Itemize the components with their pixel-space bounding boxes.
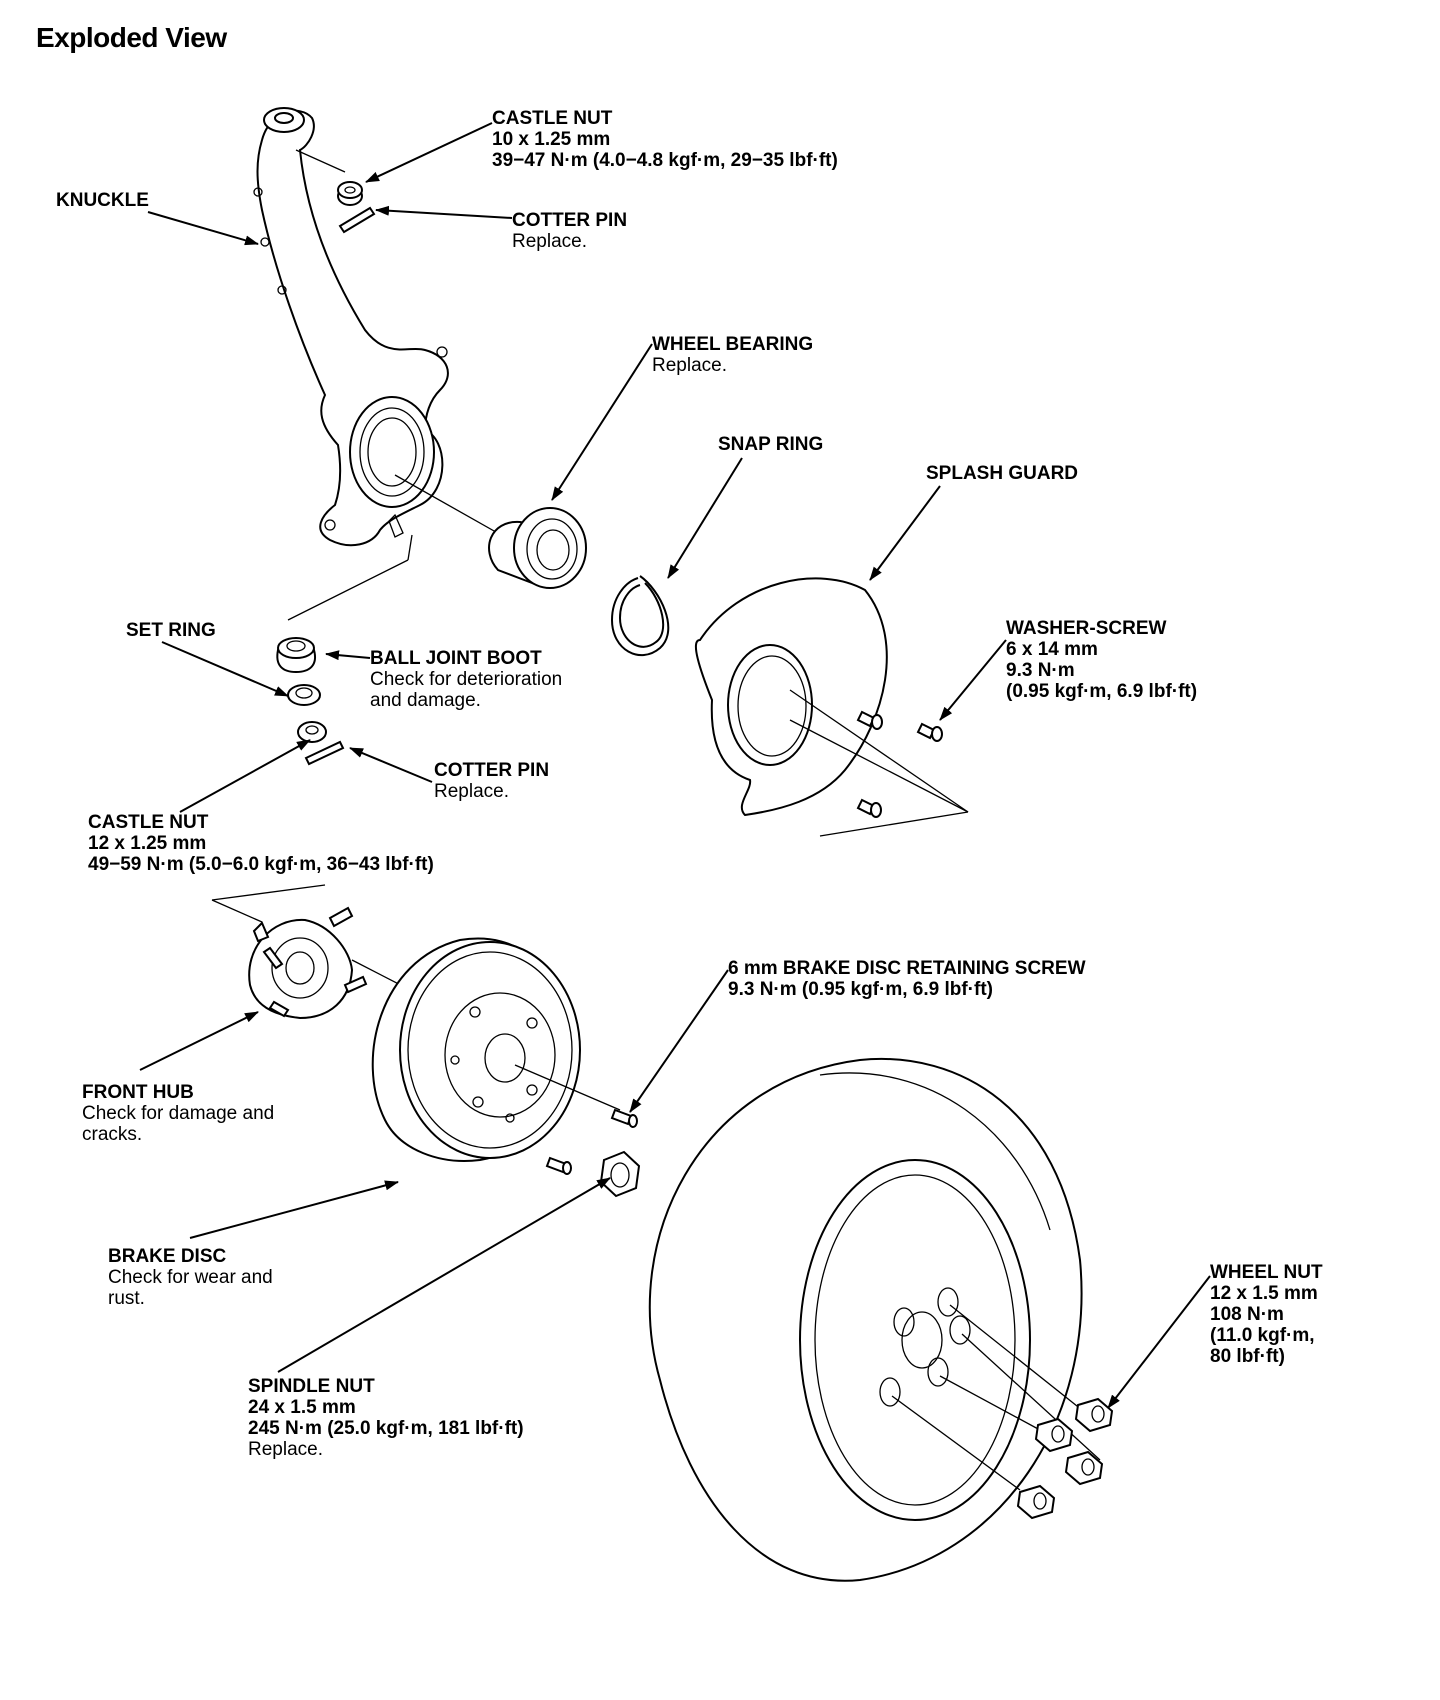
cotter-pin-bottom-name: COTTER PIN <box>434 760 550 781</box>
splash-guard-name: SPLASH GUARD <box>926 463 1079 484</box>
knuckle-name: KNUCKLE <box>56 190 149 211</box>
brake-disc-label: BRAKE DISC Check for wear and rust. <box>108 1246 273 1309</box>
wheel-nut-label: WHEEL NUT 12 x 1.5 mm 108 N·m (11.0 kgf·… <box>1210 1262 1323 1367</box>
brake-disc-note-2: rust. <box>108 1288 145 1309</box>
brake-disc-name: BRAKE DISC <box>108 1246 227 1267</box>
washer-screw-label: WASHER-SCREW 6 x 14 mm 9.3 N·m (0.95 kgf… <box>1006 618 1197 702</box>
wheel-bearing-label: WHEEL BEARING Replace. <box>652 334 813 376</box>
cotter-pin-top-note: Replace. <box>512 231 587 252</box>
castle-nut-bottom-spec-size: 12 x 1.25 mm <box>88 833 207 854</box>
cotter-pin-top-label: COTTER PIN Replace. <box>512 210 627 252</box>
front-hub-note-2: cracks. <box>82 1124 143 1145</box>
splash-guard-part <box>695 577 969 837</box>
retaining-screw-name: 6 mm BRAKE DISC RETAINING SCREW <box>728 958 1086 979</box>
knuckle-part <box>253 107 511 547</box>
wheel-bearing-part <box>488 507 587 589</box>
castle-nut-top-label: CASTLE NUT 10 x 1.25 mm 39−47 N·m (4.0−4… <box>492 108 838 171</box>
cotter-pin-bottom-label: COTTER PIN Replace. <box>434 760 549 802</box>
brake-disc-part <box>371 937 621 1162</box>
set-ring-part <box>287 684 321 706</box>
castle-nut-top-name: CASTLE NUT <box>492 108 613 129</box>
spindle-nut-label: SPINDLE NUT 24 x 1.5 mm 245 N·m (25.0 kg… <box>248 1376 524 1460</box>
snap-ring-label: SNAP RING <box>718 434 823 455</box>
spindle-nut-spec-torque: 245 N·m (25.0 kgf·m, 181 lbf·ft) <box>248 1418 524 1439</box>
ball-joint-boot-name: BALL JOINT BOOT <box>370 648 542 669</box>
wheel-nut-name: WHEEL NUT <box>1210 1262 1323 1283</box>
cotter-pin-bottom-part <box>304 740 345 766</box>
spindle-nut-note: Replace. <box>248 1439 323 1460</box>
leader-lines <box>139 122 1211 1409</box>
ball-joint-boot-note-2: and damage. <box>370 690 481 711</box>
front-hub-name: FRONT HUB <box>82 1082 194 1103</box>
brake-disc-note-1: Check for wear and <box>108 1267 273 1288</box>
set-ring-label: SET RING <box>126 620 216 641</box>
wheel-tire-part <box>648 1058 1101 1582</box>
snap-ring-name: SNAP RING <box>718 434 824 455</box>
spindle-nut-spec-size: 24 x 1.5 mm <box>248 1397 356 1418</box>
front-hub-note-1: Check for damage and <box>82 1103 275 1124</box>
castle-nut-bottom-spec-torque: 49−59 N·m (5.0−6.0 kgf·m, 36−43 lbf·ft) <box>88 854 434 875</box>
washer-screw-spec-torque-alt: (0.95 kgf·m, 6.9 lbf·ft) <box>1006 681 1198 702</box>
wheel-bearing-note: Replace. <box>652 355 727 376</box>
retaining-screw-part <box>545 1108 638 1175</box>
wheel-nut-spec-torque-kgf: (11.0 kgf·m, <box>1210 1325 1315 1346</box>
spindle-nut-name: SPINDLE NUT <box>248 1376 375 1397</box>
ball-joint-boot-part <box>276 534 413 674</box>
wheel-bearing-name: WHEEL BEARING <box>652 334 814 355</box>
ball-joint-boot-label: BALL JOINT BOOT Check for deterioration … <box>370 648 562 711</box>
retaining-screw-spec-torque: 9.3 N·m (0.95 kgf·m, 6.9 lbf·ft) <box>728 979 993 1000</box>
set-ring-name: SET RING <box>126 620 216 641</box>
castle-nut-top-spec-torque: 39−47 N·m (4.0−4.8 kgf·m, 29−35 lbf·ft) <box>492 150 838 171</box>
castle-nut-top-spec-size: 10 x 1.25 mm <box>492 129 611 150</box>
wheel-nut-spec-torque: 108 N·m <box>1210 1304 1284 1325</box>
wheel-nut-spec-torque-lbf: 80 lbf·ft) <box>1210 1346 1285 1367</box>
washer-screw-spec-torque: 9.3 N·m <box>1006 660 1075 681</box>
front-hub-label: FRONT HUB Check for damage and cracks. <box>82 1082 274 1145</box>
washer-screw-spec-size: 6 x 14 mm <box>1006 639 1098 660</box>
washer-screw-name: WASHER-SCREW <box>1006 618 1167 639</box>
castle-nut-bottom-label: CASTLE NUT 12 x 1.25 mm 49−59 N·m (5.0−6… <box>88 812 434 875</box>
front-hub-part <box>211 884 421 1020</box>
cotter-pin-top-part <box>338 206 376 234</box>
ball-joint-boot-note-1: Check for deterioration <box>370 669 563 690</box>
washer-screw-part <box>856 710 943 818</box>
splash-guard-label: SPLASH GUARD <box>926 463 1078 484</box>
castle-nut-bottom-part <box>297 721 327 743</box>
cotter-pin-top-name: COTTER PIN <box>512 210 628 231</box>
spindle-nut-part <box>599 1150 641 1198</box>
wheel-nut-part <box>1016 1397 1114 1520</box>
knuckle-label: KNUCKLE <box>56 190 149 211</box>
castle-nut-top-part <box>295 149 363 206</box>
castle-nut-bottom-name: CASTLE NUT <box>88 812 209 833</box>
wheel-nut-spec-size: 12 x 1.5 mm <box>1210 1283 1318 1304</box>
retaining-screw-label: 6 mm BRAKE DISC RETAINING SCREW 9.3 N·m … <box>728 958 1086 1000</box>
snap-ring-part <box>610 575 670 657</box>
cotter-pin-bottom-note: Replace. <box>434 781 509 802</box>
page-title: Exploded View <box>36 22 227 53</box>
